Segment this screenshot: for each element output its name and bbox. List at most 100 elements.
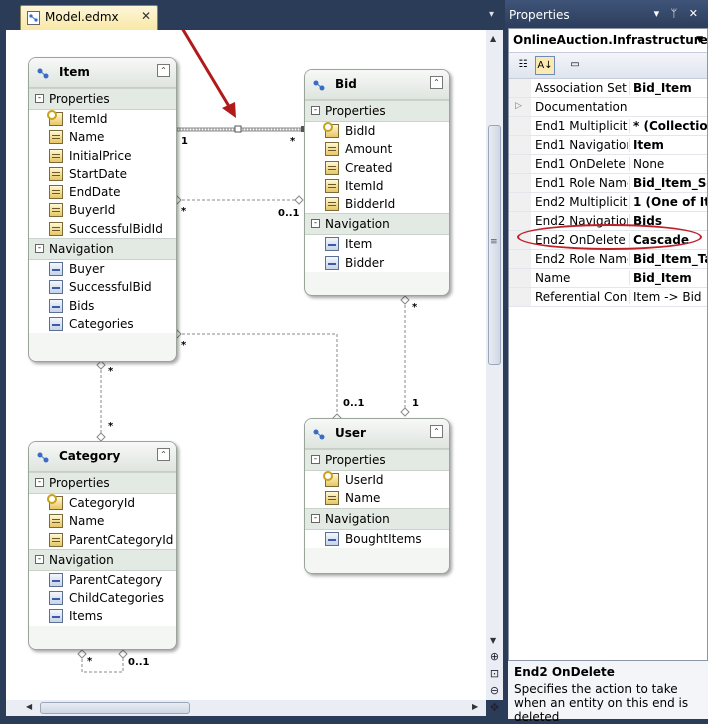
navigation-property-row[interactable]: ChildCategories xyxy=(29,589,176,608)
section-header[interactable]: -Properties xyxy=(305,449,449,471)
chevron-down-icon[interactable]: ▼ xyxy=(696,35,703,45)
navigation-property-row[interactable]: Items xyxy=(29,607,176,626)
property-row[interactable]: InitialPrice xyxy=(29,146,176,165)
scroll-up-icon[interactable]: ▲ xyxy=(490,34,497,43)
minus-icon[interactable]: - xyxy=(35,94,44,103)
collapse-icon[interactable]: ⌃ xyxy=(157,64,170,77)
zoom-fit-icon[interactable]: ⊡ xyxy=(489,667,500,680)
section-header[interactable]: -Properties xyxy=(305,100,449,122)
property-row[interactable]: Created xyxy=(305,158,449,177)
zoom-out-icon[interactable]: ⊖ xyxy=(489,684,500,697)
property-row[interactable]: SuccessfulBidId xyxy=(29,219,176,239)
alphabetical-sort-icon[interactable]: A↓ xyxy=(535,56,555,75)
property-value[interactable]: Bid_Item_Sou xyxy=(629,176,707,190)
property-grid-row[interactable]: ▷Documentation xyxy=(509,98,707,117)
navigation-property-row[interactable]: BoughtItems xyxy=(305,529,449,548)
assoc-item-bid-selected[interactable] xyxy=(170,125,307,133)
entity-header[interactable]: Bid ⌃ xyxy=(305,70,449,100)
property-row[interactable]: ItemId xyxy=(305,176,449,196)
minus-icon[interactable]: - xyxy=(311,455,320,464)
entity-header[interactable]: Item ⌃ xyxy=(29,58,176,88)
property-value[interactable]: 1 (One of Ite xyxy=(629,195,707,209)
section-header[interactable]: -Properties xyxy=(29,88,176,110)
zoom-in-icon[interactable]: ⊕ xyxy=(489,650,500,663)
property-row[interactable]: BuyerId xyxy=(29,201,176,220)
minus-icon[interactable]: - xyxy=(35,554,44,564)
property-value[interactable]: * (Collection o xyxy=(629,119,707,133)
designer-canvas[interactable]: 1 * * 0..1 * 0..1 * 1 * * * 0..1 Item ⌃ … xyxy=(6,30,486,700)
scroll-left-icon[interactable]: ◀ xyxy=(26,702,33,711)
collapse-icon[interactable]: ⌃ xyxy=(430,76,443,89)
property-row[interactable]: ParentCategoryId xyxy=(29,530,176,549)
section-header[interactable]: -Navigation Properties xyxy=(305,213,449,252)
assoc-item-user[interactable] xyxy=(177,333,338,418)
navigation-property-row[interactable]: Bidder xyxy=(305,253,449,273)
property-row[interactable]: Amount xyxy=(305,140,449,159)
vertical-scrollbar[interactable]: ▲ ≡ ▼ xyxy=(486,30,503,700)
property-row[interactable]: EndDate xyxy=(29,183,176,202)
scroll-thumb[interactable] xyxy=(488,125,501,365)
section-header[interactable]: -Navigation Properties xyxy=(305,507,449,547)
property-row[interactable]: BidderId xyxy=(305,195,449,214)
categorized-icon[interactable]: ☷ xyxy=(518,59,528,70)
navigation-property-row[interactable]: Buyer xyxy=(29,260,176,279)
property-value[interactable]: Bid_Item xyxy=(629,81,707,95)
property-value[interactable]: Item xyxy=(629,138,707,152)
property-value[interactable]: Item -> Bid xyxy=(629,290,707,304)
entity-header[interactable]: User ⌃ xyxy=(305,419,449,449)
section-header[interactable]: -Navigation Properties xyxy=(29,548,176,588)
object-selector[interactable]: OnlineAuction.Infrastructure.D ▼ xyxy=(509,29,707,53)
section-header[interactable]: -Properties xyxy=(29,472,176,494)
property-row[interactable]: Name xyxy=(29,512,176,531)
minus-icon[interactable]: - xyxy=(311,106,320,115)
property-row[interactable]: UserId xyxy=(305,471,449,490)
minus-icon[interactable]: - xyxy=(35,244,44,254)
tab-model-edmx[interactable]: Model.edmx ✕ xyxy=(20,5,158,30)
navigation-property-row[interactable]: SuccessfulBid xyxy=(29,278,176,297)
property-grid-row[interactable]: End1 Multiplicity* (Collection o xyxy=(509,117,707,136)
scroll-down-icon[interactable]: ▼ xyxy=(490,636,497,645)
minus-icon[interactable]: - xyxy=(35,478,44,487)
horizontal-scrollbar[interactable]: ◀ ▶ xyxy=(6,700,486,716)
property-row[interactable]: StartDate xyxy=(29,164,176,184)
minus-icon[interactable]: - xyxy=(311,513,320,523)
property-row[interactable]: ItemId xyxy=(29,110,176,129)
property-row[interactable]: BidId xyxy=(305,122,449,141)
properties-title-bar[interactable]: Properties ▾ ᛘ ✕ xyxy=(505,0,708,30)
navigation-property-row[interactable]: Categories xyxy=(29,314,176,334)
minus-icon[interactable]: - xyxy=(311,219,320,229)
pane-window-icons[interactable]: ▾ ᛘ ✕ xyxy=(653,7,702,20)
navigation-property-row[interactable]: Item xyxy=(305,235,449,254)
property-value[interactable]: Bid_Item_Tar xyxy=(629,252,707,266)
property-value[interactable]: Bid_Item xyxy=(629,271,707,285)
pan-icon[interactable]: ✥ xyxy=(489,701,500,714)
property-row[interactable]: Name xyxy=(305,489,449,508)
property-value[interactable]: None xyxy=(629,157,707,171)
collapse-icon[interactable]: ⌃ xyxy=(430,425,443,438)
expand-icon[interactable]: ▷ xyxy=(515,101,522,111)
tab-dropdown-icon[interactable]: ▾ xyxy=(489,9,495,20)
property-pages-icon[interactable]: ▭ xyxy=(570,59,580,70)
property-row[interactable]: CategoryId xyxy=(29,494,176,513)
property-grid-row[interactable]: Association Set NBid_Item xyxy=(509,79,707,98)
scroll-thumb[interactable] xyxy=(40,702,190,714)
section-header[interactable]: -Navigation Properties xyxy=(29,238,176,277)
property-row[interactable]: Name xyxy=(29,128,176,147)
navigation-property-row[interactable]: Bids xyxy=(29,296,176,315)
collapse-icon[interactable]: ⌃ xyxy=(157,448,170,461)
scroll-right-icon[interactable]: ▶ xyxy=(472,702,479,711)
entity-header[interactable]: Category ⌃ xyxy=(29,442,176,472)
navigation-property-row[interactable]: ParentCategory xyxy=(29,570,176,590)
close-icon[interactable]: ✕ xyxy=(140,9,151,23)
